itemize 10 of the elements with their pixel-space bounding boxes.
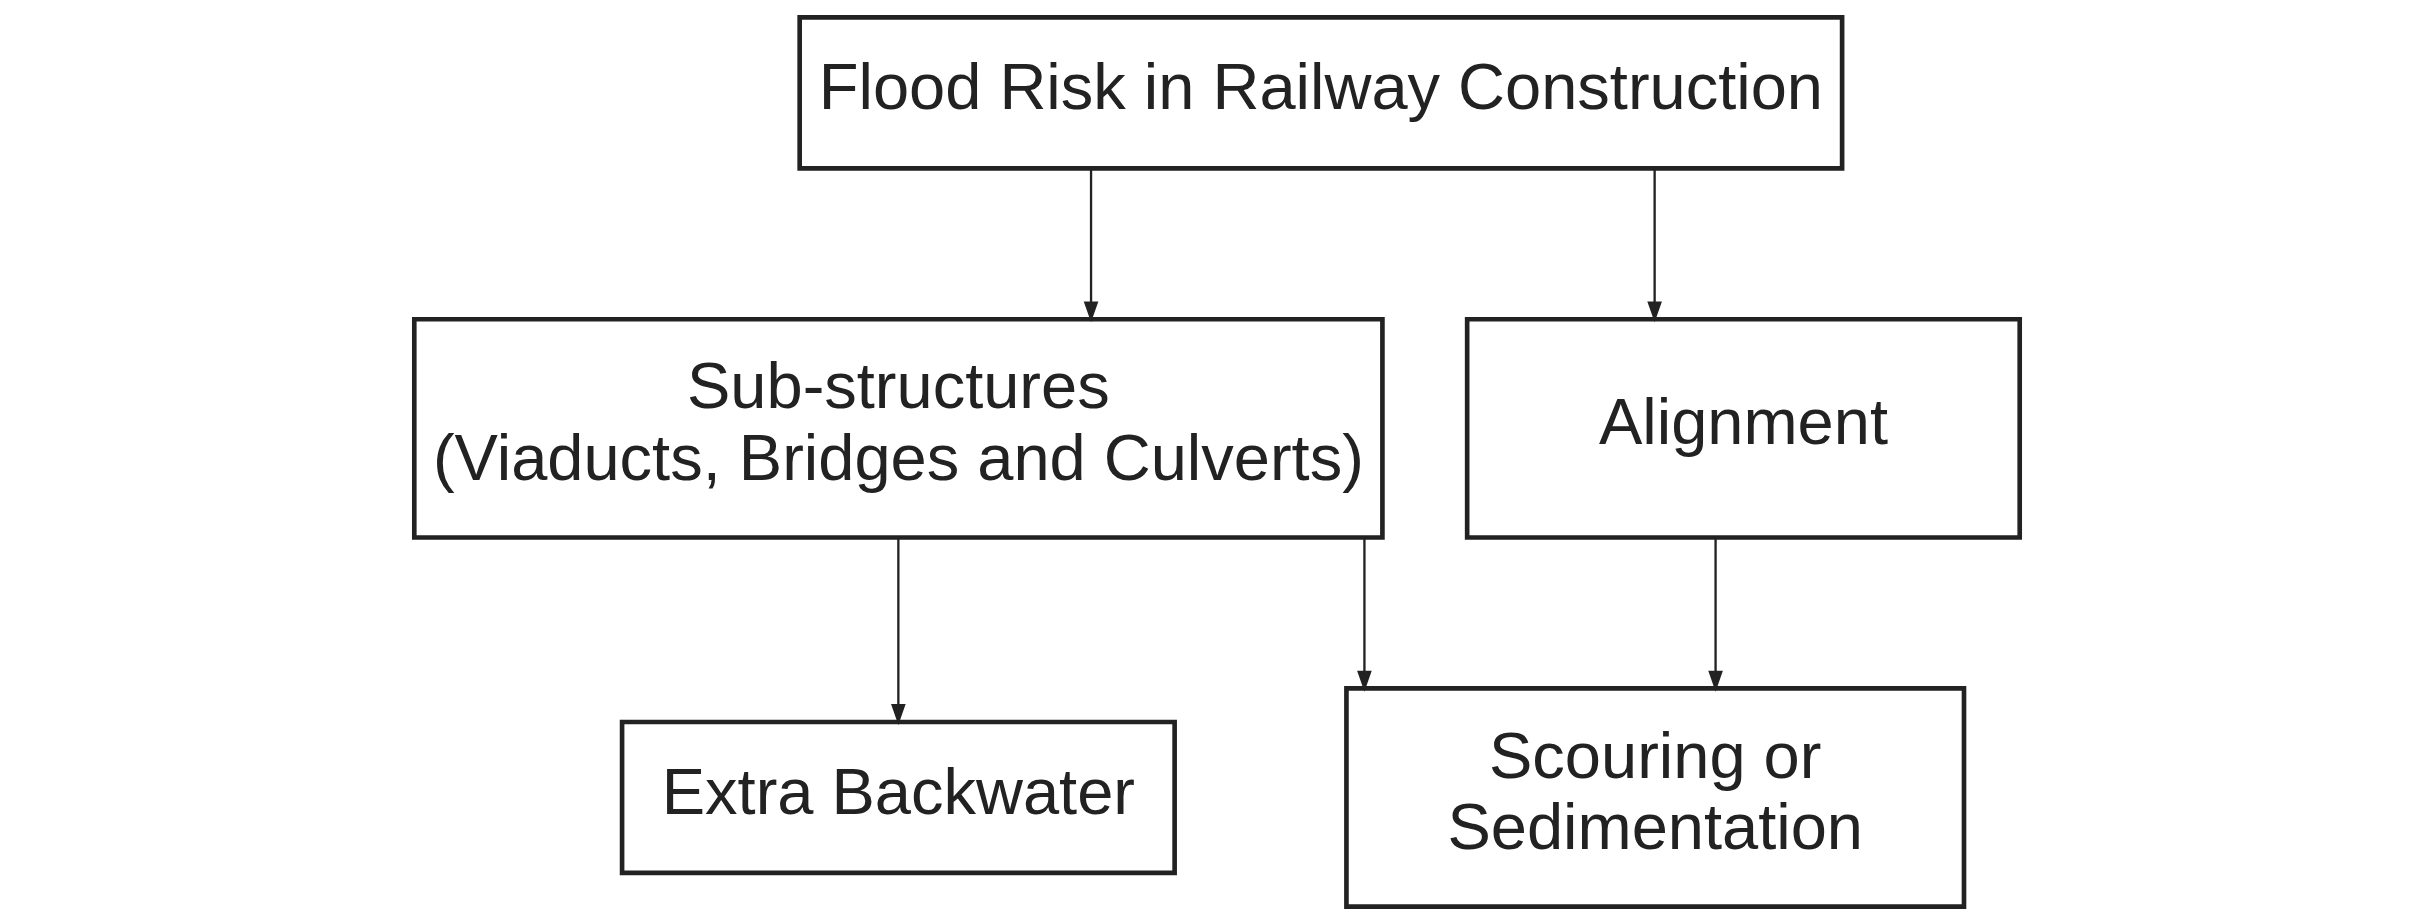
node-box: Scouring or Sedimentation	[1344, 686, 1967, 909]
node-box: Sub-structures (Viaducts, Bridges and Culverts)	[411, 316, 1385, 540]
arrow	[1357, 538, 1372, 692]
node-box: Alignment	[1464, 316, 2023, 540]
node-box: Extra Backwater	[619, 719, 1177, 876]
arrow	[891, 538, 906, 725]
arrow	[1083, 169, 1099, 323]
node-box: Flood Risk in Railway Construction	[797, 15, 1845, 171]
arrow	[1647, 169, 1662, 323]
arrow	[1708, 538, 1723, 692]
